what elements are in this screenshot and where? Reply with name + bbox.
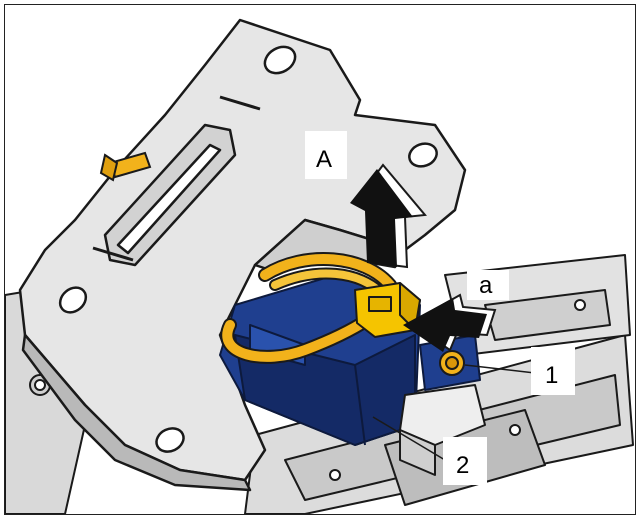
lower-housing	[399, 384, 486, 476]
bracket	[18, 18, 467, 492]
label-2: 2	[443, 437, 487, 485]
svg-text:2: 2	[456, 452, 469, 479]
mounting-stud	[99, 151, 152, 182]
pull-arrow-a	[350, 163, 427, 269]
label-a: a	[467, 270, 509, 300]
diagram-canvas: A a 1 2	[5, 18, 634, 514]
technical-illustration: A a 1 2	[4, 4, 636, 515]
bolt	[439, 350, 465, 376]
svg-text:a: a	[479, 272, 493, 299]
label-1: 1	[531, 347, 575, 395]
svg-text:1: 1	[545, 362, 558, 389]
release-arrow-a	[403, 293, 497, 352]
label-A: A	[305, 131, 347, 179]
svg-text:A: A	[316, 146, 332, 173]
leader-lines	[372, 364, 536, 461]
